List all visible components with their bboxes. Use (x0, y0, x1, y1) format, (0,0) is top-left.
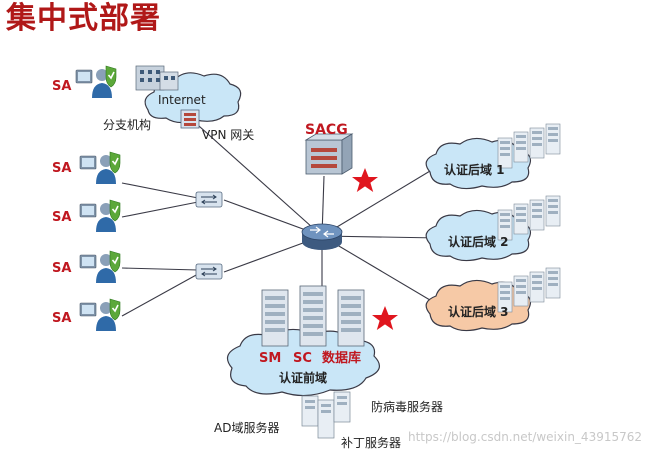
front-domain-label: 认证前域 (279, 371, 328, 385)
sacg-firewall-icon (304, 133, 354, 175)
switch-icon-1 (195, 191, 223, 208)
connection-lines (121, 117, 441, 317)
watermark: https://blog.csdn.net/weixin_43915762 (408, 430, 643, 444)
sc-label: SC (293, 351, 312, 366)
branch-building-icon (135, 65, 179, 91)
sa-label-3: SA (52, 210, 72, 225)
internet-label: Internet (158, 93, 206, 107)
patch-server-label: 补丁服务器 (341, 436, 402, 450)
switch-icon-2 (195, 263, 223, 280)
bottom-servers-icon (301, 391, 351, 439)
sacg-label: SACG (305, 122, 348, 138)
star-icon-2 (372, 306, 398, 330)
antivirus-server-label: 防病毒服务器 (371, 400, 444, 414)
core-router-icon (301, 223, 343, 250)
sa-user-icon-1 (75, 65, 117, 99)
vpn-gateway-icon (180, 109, 200, 129)
sa-user-icon-3 (79, 199, 121, 233)
sa-user-icon-5 (79, 298, 121, 332)
page-title: 集中式部署 (6, 1, 161, 36)
sa-label-5: SA (52, 311, 72, 326)
sa-label-1: SA (52, 79, 72, 94)
branch-label: 分支机构 (103, 118, 152, 132)
datacenter-servers-icon (261, 285, 365, 347)
sa-user-icon-4 (79, 250, 121, 284)
auth-domain-label-2: 认证后域 2 (448, 235, 509, 249)
sa-label-4: SA (52, 261, 72, 276)
sa-user-icon-2 (79, 151, 121, 185)
sa-label-2: SA (52, 161, 72, 176)
star-icon-1 (352, 168, 378, 192)
sm-label: SM (259, 351, 282, 366)
auth-domain-label-3: 认证后域 3 (448, 305, 509, 319)
ad-server-label: AD域服务器 (214, 421, 280, 435)
database-label: 数据库 (322, 351, 362, 366)
auth-domain-label-1: 认证后域 1 (444, 163, 505, 177)
vpn-gateway-label: VPN 网关 (202, 128, 255, 142)
